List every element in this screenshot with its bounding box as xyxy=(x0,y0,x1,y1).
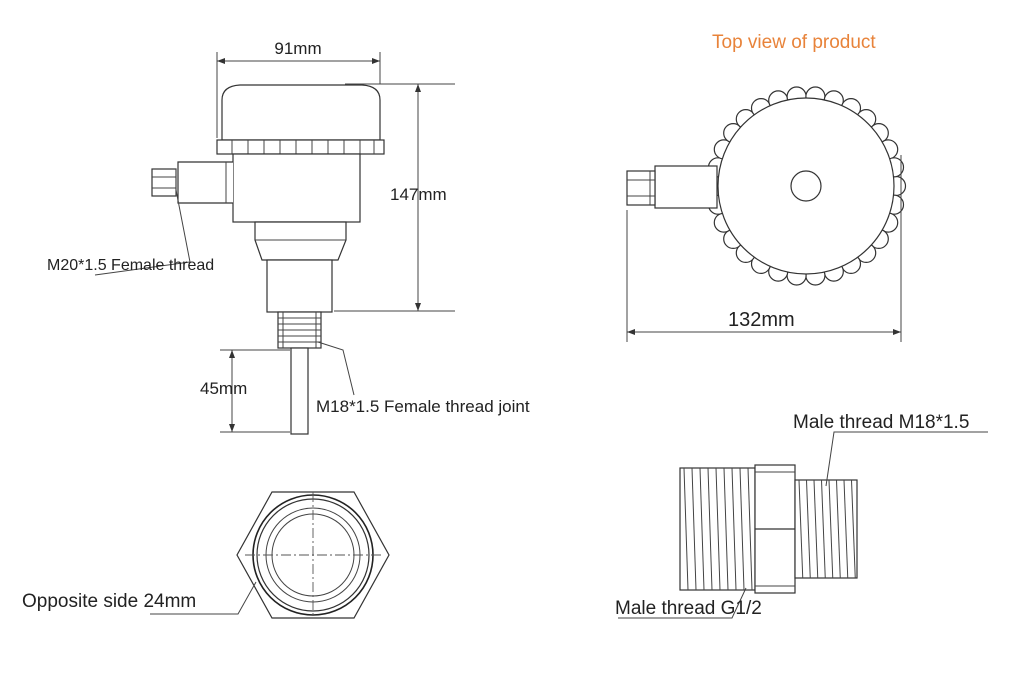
label-male-thread-m18: Male thread M18*1.5 xyxy=(793,412,969,433)
thread-line xyxy=(798,479,804,579)
label-male-thread-g12: Male thread G1/2 xyxy=(615,598,762,619)
hex-outline xyxy=(236,491,390,619)
side-view-gland-tube xyxy=(177,161,233,204)
thread-line xyxy=(836,479,841,579)
dimension-91mm-label: 91mm xyxy=(274,39,321,58)
dimension-45mm-label: 45mm xyxy=(200,379,247,398)
top-view-center-hole xyxy=(790,170,822,202)
adapter-view: Male thread M18*1.5 Male thread G1/2 xyxy=(615,412,988,619)
thread-line xyxy=(707,467,713,591)
thread-line xyxy=(747,467,753,591)
top-view: 132mm xyxy=(626,86,907,342)
top-view-gland-nut xyxy=(626,170,656,206)
top-view-gland-tube xyxy=(654,165,718,209)
thread-line xyxy=(683,467,689,591)
leader-opposite-side xyxy=(150,581,257,615)
dimension-45mm xyxy=(220,349,290,433)
dimension-91mm xyxy=(216,52,381,138)
thread-line xyxy=(821,479,826,579)
dimension-147mm-label: 147mm xyxy=(390,185,447,204)
thread-line xyxy=(813,479,819,579)
top-view-cap xyxy=(717,97,895,275)
thread-line xyxy=(723,467,729,591)
leader-m18-joint xyxy=(317,341,355,396)
thread-line xyxy=(851,479,856,579)
adapter-thread-m18 xyxy=(794,479,858,579)
side-view-probe-rod xyxy=(290,347,309,435)
side-view-housing xyxy=(232,153,361,223)
side-view-gland-nut xyxy=(151,168,177,197)
thread-line xyxy=(731,467,737,591)
thread-line xyxy=(691,467,697,591)
thread-line xyxy=(828,479,834,579)
label-probe-joint-thread: M18*1.5 Female thread joint xyxy=(316,397,530,416)
dimension-147mm xyxy=(334,83,455,312)
side-view-neck xyxy=(254,221,347,261)
side-view-lower-body xyxy=(266,259,333,313)
thread-line xyxy=(739,467,745,591)
leader-m20 xyxy=(94,189,191,276)
hex-view: Opposite side 24mm xyxy=(22,491,390,619)
thread-line xyxy=(715,467,721,591)
thread-line xyxy=(843,479,849,579)
dimension-132mm-label: 132mm xyxy=(728,309,795,331)
side-view-knurled-ring xyxy=(216,139,385,155)
leader-male-g12 xyxy=(618,587,747,619)
label-cable-thread: M20*1.5 Female thread xyxy=(47,257,214,274)
top-view-title: Top view of product xyxy=(712,32,876,53)
side-view: 91mm 147mm 45mm M20*1.5 Female thread M1… xyxy=(47,39,530,435)
label-hex-opposite-side: Opposite side 24mm xyxy=(22,591,196,612)
side-view-cap xyxy=(221,84,381,141)
dimension-132mm xyxy=(626,155,902,342)
thread-line xyxy=(806,479,811,579)
thread-line xyxy=(699,467,705,591)
leader-male-m18 xyxy=(825,431,988,487)
